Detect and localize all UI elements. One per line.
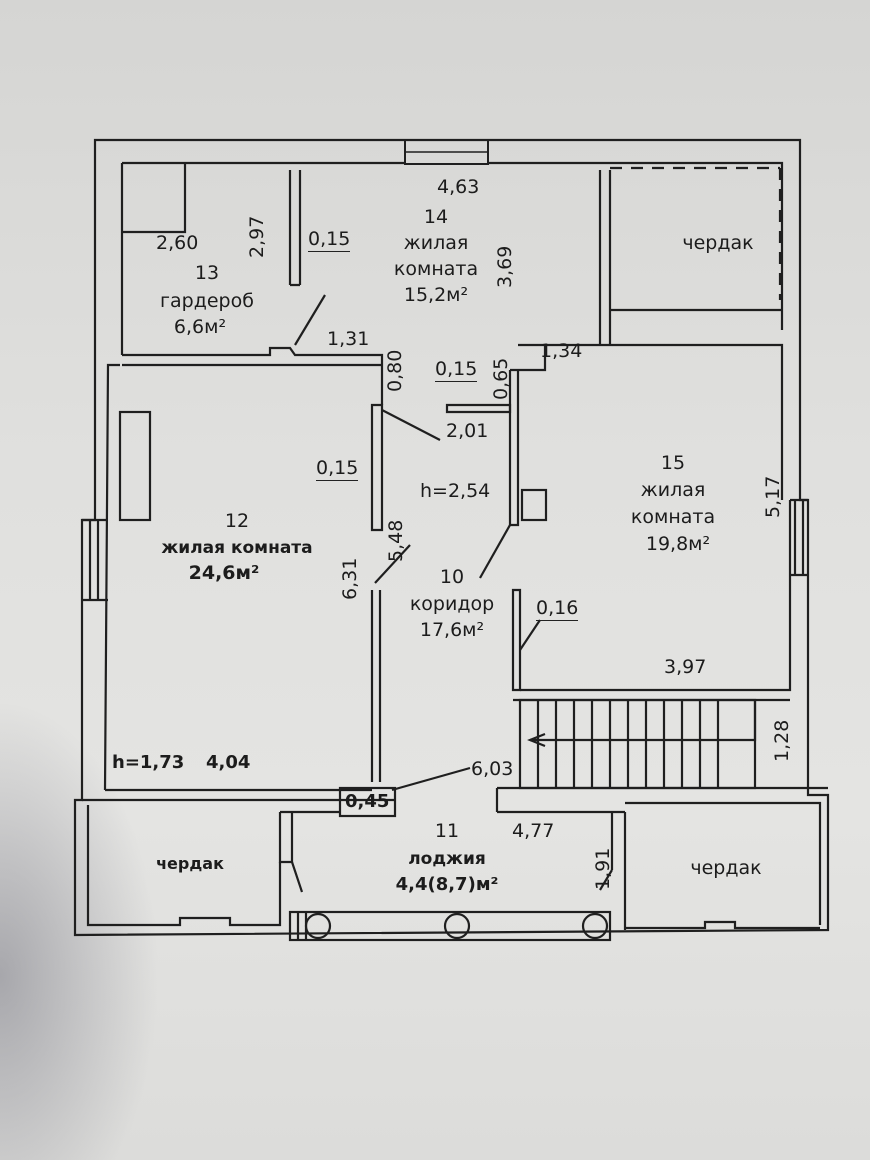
corridor-left-wall-low <box>370 590 382 782</box>
dim-131: 1,31 <box>327 328 370 350</box>
wall-12-bottom <box>82 788 395 802</box>
dim-015c: 0,15 <box>316 457 359 481</box>
outer-wall-inner <box>103 161 784 791</box>
dim-134: 1,34 <box>540 340 583 362</box>
attic-left <box>86 805 282 927</box>
attic-right-label: чердак <box>690 857 762 879</box>
dim-016: 0,16 <box>536 597 579 621</box>
dim-015a: 0,15 <box>308 228 351 252</box>
room10-number: 10 <box>439 566 465 588</box>
attic-top-bottom <box>610 308 784 500</box>
door-12 <box>381 409 441 441</box>
attic-left-label: чердак <box>156 854 224 873</box>
room14-number: 14 <box>423 206 449 228</box>
wardrobe-shelf <box>122 163 187 234</box>
dim-369: 3,69 <box>494 245 516 288</box>
attic-right-bottom <box>625 920 820 930</box>
room11-area: 4,4(8,7)м² <box>395 874 499 895</box>
loggia-right-wall <box>610 801 822 930</box>
wall-045 <box>338 786 397 818</box>
fireplace <box>118 410 152 522</box>
dim-260: 2,60 <box>156 232 199 254</box>
loggia-left-wall <box>278 812 294 864</box>
leader-603 <box>391 766 471 792</box>
leader-016 <box>519 619 541 651</box>
staircase <box>518 698 757 790</box>
dim-397: 3,97 <box>664 656 707 678</box>
loggia-door-left <box>290 861 304 893</box>
room15-number: 15 <box>660 452 686 474</box>
room12-name: жилая комната <box>161 538 313 558</box>
room10-area: 17,6м² <box>419 619 485 641</box>
dim-201: 2,01 <box>446 420 489 442</box>
room15-name2: комната <box>630 506 716 528</box>
door-13 <box>294 294 326 346</box>
dim-080: 0,80 <box>384 349 406 392</box>
chimney <box>520 488 548 522</box>
dim-517: 5,17 <box>762 475 784 518</box>
room15-name1: жилая <box>640 479 706 501</box>
wall-15-left <box>508 345 547 527</box>
room14-name1: жилая <box>403 232 469 254</box>
wall-14-right <box>518 170 612 347</box>
dim-548: 5,48 <box>385 519 407 562</box>
room14-area: 15,2м² <box>403 284 469 306</box>
shadow-overlay <box>0 700 160 1160</box>
wall-13-14 <box>288 170 302 287</box>
dim-463: 4,63 <box>437 176 480 198</box>
left-window <box>82 518 108 602</box>
room13-number: 13 <box>194 262 220 284</box>
dim-297: 2,97 <box>246 215 268 258</box>
dim-045: 0,45 <box>345 791 390 812</box>
right-window <box>790 498 808 577</box>
room11-number: 11 <box>434 820 460 842</box>
dim-603: 6,03 <box>471 758 514 780</box>
dim-191: 1,91 <box>592 847 614 890</box>
room12-area: 24,6м² <box>188 562 260 584</box>
wall-15-left-low <box>511 588 522 692</box>
room13-area: 6,6м² <box>173 316 227 338</box>
dim-015b: 0,15 <box>435 358 478 382</box>
dim-128: 1,28 <box>771 719 793 762</box>
height-173: h=1,73 <box>112 752 185 773</box>
door-12b <box>374 544 411 584</box>
corridor-right-top <box>445 403 512 414</box>
room10-name: коридор <box>409 593 495 615</box>
room14-name2: комната <box>393 258 479 280</box>
loggia-top <box>280 786 828 814</box>
loggia-railing <box>288 910 612 942</box>
dim-404: 4,04 <box>206 752 251 773</box>
room11-name: лоджия <box>408 849 486 869</box>
room12-number: 12 <box>224 510 250 532</box>
attic-top-label: чердак <box>682 232 754 254</box>
dim-477: 4,77 <box>512 820 555 842</box>
loggia-door-right <box>599 869 613 891</box>
room15-area: 19,8м² <box>645 533 711 555</box>
height-254: h=2,54 <box>420 480 491 502</box>
door-15 <box>479 524 511 579</box>
dim-631: 6,31 <box>339 557 361 600</box>
wall-13-12 <box>122 346 384 405</box>
room13-name: гардероб <box>160 290 254 312</box>
corridor-left-wall <box>370 403 384 532</box>
dim-065: 0,65 <box>490 357 512 400</box>
